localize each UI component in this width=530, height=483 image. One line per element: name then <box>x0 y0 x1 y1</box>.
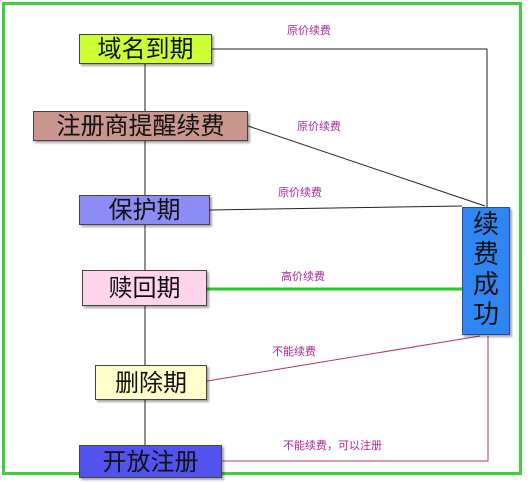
stage-protection: 保护期 <box>79 195 210 225</box>
stage-redemption-label: 赎回期 <box>108 274 181 302</box>
label-cannot-renew: 不能续费 <box>272 345 316 358</box>
stage-redemption: 赎回期 <box>82 270 207 306</box>
line-deletion-success <box>206 335 481 382</box>
stage-domain-expire: 域名到期 <box>79 34 212 64</box>
stage-registrar-reminder: 注册商提醒续费 <box>33 111 248 141</box>
line-open-success <box>222 336 489 462</box>
renewal-success-char: 续 <box>472 210 499 241</box>
stage-domain-expire-label: 域名到期 <box>97 35 194 63</box>
diagram-frame <box>2 2 522 475</box>
label-original-price-3: 原价续费 <box>278 186 322 199</box>
label-original-price-2: 原价续费 <box>297 120 341 133</box>
stage-registrar-reminder-label: 注册商提醒续费 <box>56 112 225 140</box>
stage-deletion: 删除期 <box>95 365 207 400</box>
label-high-price: 高价续费 <box>281 270 325 283</box>
line-expire-success <box>212 48 488 207</box>
line-reminder-success <box>247 125 486 207</box>
stage-protection-label: 保护期 <box>108 196 181 224</box>
line-protection-success <box>209 205 463 211</box>
label-cannot-renew-can-register: 不能续费，可以注册 <box>283 439 382 452</box>
label-original-price-1: 原价续费 <box>287 24 331 37</box>
renewal-success-box: 续 费 成 功 <box>462 207 510 335</box>
stage-open-registration-label: 开放注册 <box>102 447 199 476</box>
renewal-success-char: 成 <box>472 270 499 300</box>
stage-deletion-label: 删除期 <box>115 368 187 397</box>
renewal-success-char: 功 <box>472 299 499 330</box>
stage-open-registration: 开放注册 <box>79 445 222 478</box>
renewal-success-char: 费 <box>472 240 499 271</box>
